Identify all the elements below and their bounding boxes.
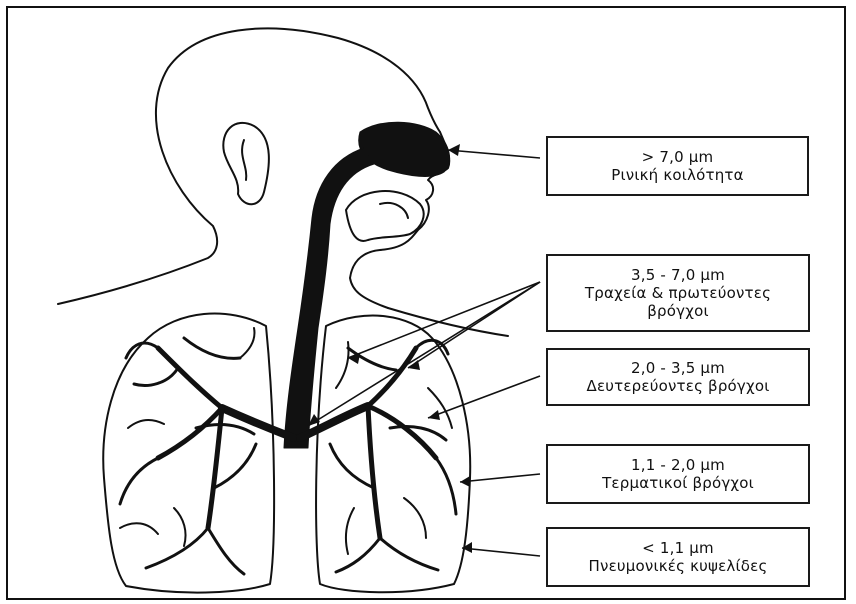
diagram-frame: > 7,0 μm Ρινική κοιλότητα 3,5 - 7,0 μm Τ… (6, 6, 846, 600)
nasal-cavity (359, 122, 450, 176)
pointer-nasal (448, 150, 540, 158)
region-name: Ρινική κοιλότητα (611, 166, 744, 184)
pointer-trachea-a (308, 282, 540, 426)
label-terminal-bronchi: 1,1 - 2,0 μm Τερματικοί βρόγχοι (546, 444, 810, 504)
region-name: Δευτερεύοντες βρόγχοι (586, 377, 769, 395)
region-name-line2: βρόγχοι (647, 302, 708, 320)
size-range: < 1,1 μm (642, 539, 714, 557)
right-lung (316, 316, 470, 593)
pointer-terminal (460, 474, 540, 482)
size-range: 1,1 - 2,0 μm (631, 456, 725, 474)
label-trachea-primary-bronchi: 3,5 - 7,0 μm Τραχεία & πρωτεύοντες βρόγχ… (546, 254, 810, 332)
pointer-alveoli (462, 548, 540, 556)
size-range: 2,0 - 3,5 μm (631, 359, 725, 377)
region-name-line1: Τραχεία & πρωτεύοντες (585, 284, 771, 302)
size-range: > 7,0 μm (642, 148, 714, 166)
label-alveoli: < 1,1 μm Πνευμονικές κυψελίδες (546, 527, 810, 587)
trachea (284, 148, 374, 448)
pointer-trachea-c (408, 282, 540, 368)
size-range: 3,5 - 7,0 μm (631, 266, 725, 284)
ear-outline (223, 123, 269, 204)
label-nasal-cavity: > 7,0 μm Ρινική κοιλότητα (546, 136, 809, 196)
pointer-secondary (428, 376, 540, 418)
region-name: Πνευμονικές κυψελίδες (589, 557, 768, 575)
region-name: Τερματικοί βρόγχοι (602, 474, 754, 492)
label-secondary-bronchi: 2,0 - 3,5 μm Δευτερεύοντες βρόγχοι (546, 348, 810, 406)
